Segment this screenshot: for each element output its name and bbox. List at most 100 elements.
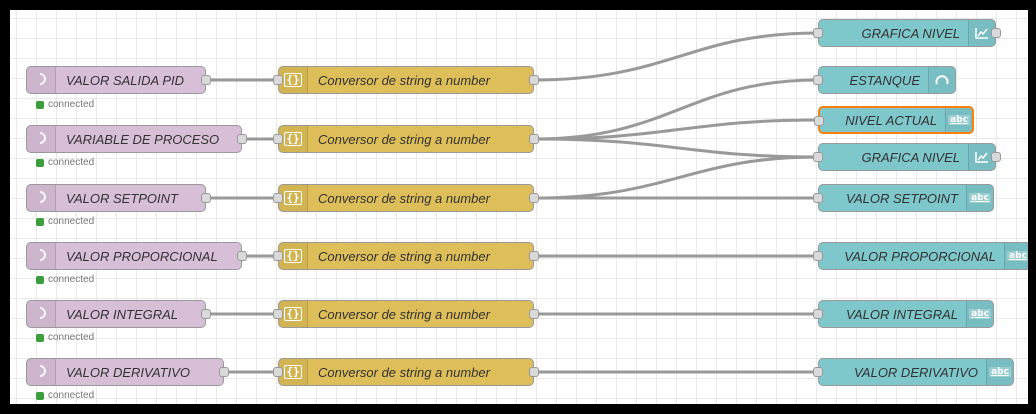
text-node-valor-proporcional[interactable]: VALOR PROPORCIONAL abc [813, 242, 1028, 270]
node-label: VALOR PROPORCIONAL [844, 248, 996, 264]
text-abc-icon: abc [966, 301, 993, 327]
flow-wires [206, 31, 819, 374]
output-port[interactable] [219, 367, 229, 377]
status-dot-icon [36, 391, 44, 400]
input-port[interactable] [813, 309, 823, 319]
text-abc-icon: abc [1004, 243, 1028, 269]
node-label: VALOR PROPORCIONAL [66, 248, 218, 264]
output-port[interactable] [529, 251, 539, 261]
node-label: VALOR SALIDA PID [66, 72, 185, 88]
input-port[interactable] [814, 116, 824, 126]
input-port[interactable] [813, 28, 823, 38]
node-label: VARIABLE DE PROCESO [66, 131, 220, 147]
status-connected: connected [36, 332, 94, 343]
status-connected: connected [36, 99, 94, 110]
output-port[interactable] [201, 193, 211, 203]
output-port[interactable] [991, 152, 1001, 162]
output-port[interactable] [991, 28, 1001, 38]
node-label: VALOR DERIVATIVO [66, 364, 191, 380]
node-label: Conversor de string a number [318, 248, 490, 264]
text-abc-icon: abc [945, 108, 972, 132]
output-port[interactable] [201, 309, 211, 319]
node-label: GRAFICA NIVEL [861, 25, 960, 41]
gauge-icon [928, 67, 955, 93]
chart-icon [968, 144, 995, 170]
output-port[interactable] [529, 193, 539, 203]
mqtt-in-icon [27, 243, 56, 269]
json-braces-icon: {} [279, 301, 308, 327]
gauge-node-estanque[interactable]: ESTANQUE [813, 66, 956, 94]
mqtt-in-icon [27, 301, 56, 327]
mqtt-in-node-valor-setpoint[interactable]: VALOR SETPOINT [26, 184, 211, 212]
node-label: VALOR INTEGRAL [66, 306, 178, 322]
input-port[interactable] [273, 309, 283, 319]
output-port[interactable] [237, 134, 247, 144]
input-port[interactable] [813, 75, 823, 85]
mqtt-in-node-valor-integral[interactable]: VALOR INTEGRAL [26, 300, 211, 328]
input-port[interactable] [813, 367, 823, 377]
json-node-conversor-2[interactable]: {} Conversor de string a number [273, 125, 539, 153]
input-port[interactable] [273, 134, 283, 144]
chart-node-grafica-nivel-2[interactable]: GRAFICA NIVEL [813, 143, 1001, 171]
node-label: NIVEL ACTUAL [845, 112, 937, 128]
output-port[interactable] [529, 75, 539, 85]
output-port[interactable] [529, 309, 539, 319]
json-node-conversor-6[interactable]: {} Conversor de string a number [273, 358, 539, 386]
node-label: VALOR SETPOINT [846, 190, 958, 206]
json-node-conversor-4[interactable]: {} Conversor de string a number [273, 242, 539, 270]
text-abc-icon: abc [986, 359, 1013, 385]
mqtt-in-icon [27, 126, 56, 152]
status-connected: connected [36, 390, 94, 401]
json-braces-icon: {} [279, 359, 308, 385]
output-port[interactable] [529, 134, 539, 144]
json-node-conversor-5[interactable]: {} Conversor de string a number [273, 300, 539, 328]
input-port[interactable] [273, 75, 283, 85]
wire[interactable] [533, 155, 819, 200]
node-label: Conversor de string a number [318, 190, 490, 206]
status-dot-icon [36, 158, 44, 167]
text-node-valor-integral[interactable]: VALOR INTEGRAL abc [813, 300, 994, 328]
status-dot-icon [36, 275, 44, 284]
output-port[interactable] [237, 251, 247, 261]
json-node-conversor-3[interactable]: {} Conversor de string a number [273, 184, 539, 212]
input-port[interactable] [813, 152, 823, 162]
status-connected: connected [36, 157, 94, 168]
status-connected: connected [36, 216, 94, 227]
text-node-valor-derivativo[interactable]: VALOR DERIVATIVO abc [813, 358, 1014, 386]
json-braces-icon: {} [279, 185, 308, 211]
json-braces-icon: {} [279, 243, 308, 269]
mqtt-in-icon [27, 67, 56, 93]
node-label: Conversor de string a number [318, 364, 490, 380]
status-dot-icon [36, 100, 44, 109]
json-braces-icon: {} [279, 126, 308, 152]
text-node-valor-setpoint[interactable]: VALOR SETPOINT abc [813, 184, 994, 212]
wire[interactable] [533, 137, 819, 159]
input-port[interactable] [813, 193, 823, 203]
output-port[interactable] [201, 75, 211, 85]
json-node-conversor-1[interactable]: {} Conversor de string a number [273, 66, 539, 94]
input-port[interactable] [273, 193, 283, 203]
input-port[interactable] [273, 251, 283, 261]
node-label: GRAFICA NIVEL [861, 149, 960, 165]
mqtt-in-node-valor-salida-pid[interactable]: VALOR SALIDA PID [26, 66, 211, 94]
mqtt-in-node-valor-derivativo[interactable]: VALOR DERIVATIVO [26, 358, 229, 386]
node-label: Conversor de string a number [318, 131, 490, 147]
flow-canvas[interactable]: VALOR SALIDA PID connected VARIABLE DE P… [10, 10, 1028, 404]
mqtt-in-icon [27, 359, 56, 385]
mqtt-in-node-variable-de-proceso[interactable]: VARIABLE DE PROCESO [26, 125, 247, 153]
mqtt-in-node-valor-proporcional[interactable]: VALOR PROPORCIONAL [26, 242, 247, 270]
text-node-nivel-actual[interactable]: NIVEL ACTUAL abc [814, 106, 974, 134]
json-braces-icon: {} [279, 67, 308, 93]
input-port[interactable] [273, 367, 283, 377]
node-label: Conversor de string a number [318, 72, 490, 88]
wire[interactable] [533, 31, 819, 82]
wire[interactable] [533, 78, 819, 141]
node-label: VALOR SETPOINT [66, 190, 178, 206]
status-dot-icon [36, 217, 44, 226]
input-port[interactable] [813, 251, 823, 261]
node-label: Conversor de string a number [318, 306, 490, 322]
chart-node-grafica-nivel-1[interactable]: GRAFICA NIVEL [813, 19, 1001, 47]
output-port[interactable] [529, 367, 539, 377]
text-abc-icon: abc [966, 185, 993, 211]
wire[interactable] [533, 118, 819, 141]
